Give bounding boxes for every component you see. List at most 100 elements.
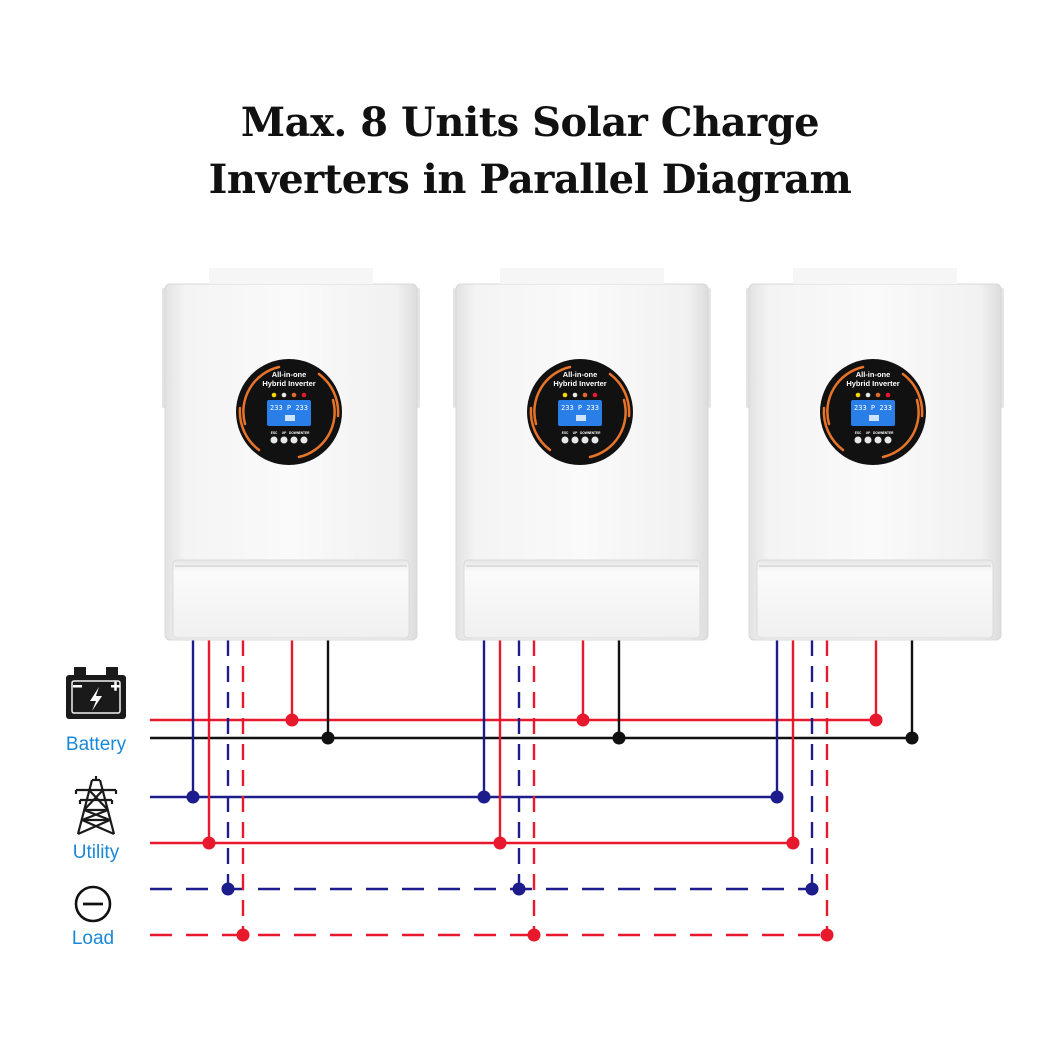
display-ring-arc (297, 398, 336, 459)
button-label: DOWN (873, 431, 884, 435)
status-led (301, 392, 307, 398)
unit-3-battery-positive-junction (869, 713, 883, 727)
legend-battery-label: Battery (65, 734, 127, 755)
legend-utility-label: Utility (72, 842, 120, 863)
button-label: UP (282, 431, 287, 435)
battery-icon (66, 667, 126, 719)
unit-1-load-line-junction (236, 928, 250, 942)
unit-name-line-2: Hybrid Inverter (846, 379, 899, 388)
inverter-top-vent (209, 268, 373, 284)
diagram-title-line-1: Max. 8 Units Solar Charge (240, 99, 820, 146)
display-ring-arc (317, 372, 340, 418)
inverter-top-vent (793, 268, 957, 284)
status-led (572, 392, 578, 398)
panel-button (591, 436, 599, 444)
display-ring-arc (529, 406, 552, 452)
button-label: ENTER (590, 431, 602, 435)
status-led (281, 392, 287, 398)
unit-1-battery-negative-junction (321, 731, 335, 745)
panel-button (270, 436, 278, 444)
unit-1-load-neutral-junction (221, 882, 235, 896)
status-led (875, 392, 881, 398)
inverter-bottom-cover (463, 559, 701, 639)
display-ring-arc (533, 365, 572, 426)
panel-button (874, 436, 882, 444)
status-led (885, 392, 891, 398)
unit-1-battery-positive-junction (285, 713, 299, 727)
inverter-bottom-cover (756, 559, 994, 639)
display-ring-arc (901, 372, 924, 418)
unit-name-line-1: All-in-one (563, 370, 598, 379)
lcd-indicator (869, 415, 879, 421)
button-label: DOWN (289, 431, 300, 435)
diagram-title-line-2: Inverters in Parallel Diagram (208, 156, 852, 203)
unit-3-battery-negative-junction (905, 731, 919, 745)
panel-button (561, 436, 569, 444)
unit-1-utility-line-junction (202, 836, 216, 850)
lcd-reading: 233 P 233 (270, 404, 308, 412)
lcd-indicator (576, 415, 586, 421)
status-led (291, 392, 297, 398)
panel-button (884, 436, 892, 444)
wiring-layer (150, 640, 919, 942)
display-ring-arc (822, 406, 845, 452)
unit-3-load-neutral-junction (805, 882, 819, 896)
status-led (855, 392, 861, 398)
display-ring-arc (881, 398, 920, 459)
display-ring-arc (826, 365, 865, 426)
inverter-top-vent (500, 268, 664, 284)
unit-3-utility-line-junction (786, 836, 800, 850)
unit-2-load-neutral-junction (512, 882, 526, 896)
unit-2-utility-neutral-junction (477, 790, 491, 804)
minus-circle-icon (74, 885, 112, 923)
status-led (582, 392, 588, 398)
status-led (562, 392, 568, 398)
display-ring-arc (608, 372, 631, 418)
unit-name-line-1: All-in-one (856, 370, 891, 379)
button-label: ENTER (299, 431, 311, 435)
power-tower-icon (74, 776, 118, 836)
status-led (271, 392, 277, 398)
lcd-screen (267, 400, 311, 426)
lcd-indicator (285, 415, 295, 421)
unit-2-load-line-junction (527, 928, 541, 942)
unit-3-utility-neutral-junction (770, 790, 784, 804)
button-label: ESC (562, 431, 569, 435)
button-label: ENTER (883, 431, 895, 435)
lcd-reading: 233 P 233 (561, 404, 599, 412)
unit-2-utility-line-junction (493, 836, 507, 850)
button-label: DOWN (580, 431, 591, 435)
panel-button (854, 436, 862, 444)
panel-button (280, 436, 288, 444)
lcd-screen (851, 400, 895, 426)
unit-1-utility-neutral-junction (186, 790, 200, 804)
lcd-reading: 233 P 233 (854, 404, 892, 412)
panel-button (864, 436, 872, 444)
display-ring-arc (588, 398, 627, 459)
panel-button (300, 436, 308, 444)
unit-name-line-2: Hybrid Inverter (262, 379, 315, 388)
display-ring-arc (242, 365, 281, 426)
button-label: UP (573, 431, 578, 435)
inverter-bottom-cover (172, 559, 410, 639)
button-label: ESC (271, 431, 278, 435)
display-ring-arc (238, 406, 261, 452)
button-label: UP (866, 431, 871, 435)
unit-name-line-1: All-in-one (272, 370, 307, 379)
unit-3-load-line-junction (820, 928, 834, 942)
panel-button (581, 436, 589, 444)
lcd-screen (558, 400, 602, 426)
unit-name-line-2: Hybrid Inverter (553, 379, 606, 388)
legend-load-label: Load (71, 928, 115, 949)
unit-2-battery-negative-junction (612, 731, 626, 745)
panel-button (571, 436, 579, 444)
button-label: ESC (855, 431, 862, 435)
status-led (592, 392, 598, 398)
panel-button (290, 436, 298, 444)
unit-2-battery-positive-junction (576, 713, 590, 727)
status-led (865, 392, 871, 398)
